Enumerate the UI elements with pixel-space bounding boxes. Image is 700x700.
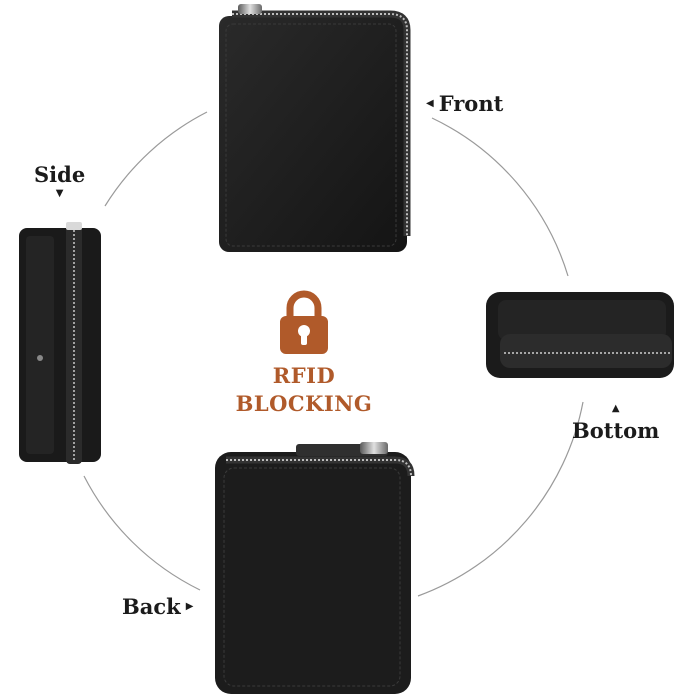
pointer-down-icon: ▼ bbox=[55, 188, 64, 199]
padlock-icon bbox=[280, 290, 328, 354]
pointer-left-icon: ◀ bbox=[426, 97, 434, 109]
label-front: ◀ Front bbox=[426, 91, 504, 116]
zipper-pull bbox=[238, 4, 262, 14]
rfid-line1: RFID bbox=[272, 363, 336, 388]
rfid-line2: BLOCKING bbox=[235, 391, 373, 416]
pointer-up-icon: ▲ bbox=[611, 403, 620, 414]
arc-bottom-right bbox=[417, 401, 584, 597]
arc-top-right bbox=[431, 117, 569, 277]
pointer-right-icon: ▶ bbox=[185, 600, 194, 612]
arc-top-left bbox=[104, 111, 208, 207]
zipper-pull-back bbox=[360, 442, 388, 454]
arc-bottom-left bbox=[83, 475, 201, 591]
label-bottom: ▲ Bottom bbox=[572, 403, 660, 444]
rfid-badge: RFID BLOCKING bbox=[232, 290, 376, 418]
label-back: Back ▶ bbox=[122, 594, 194, 619]
label-side: Side ▼ bbox=[34, 162, 86, 199]
